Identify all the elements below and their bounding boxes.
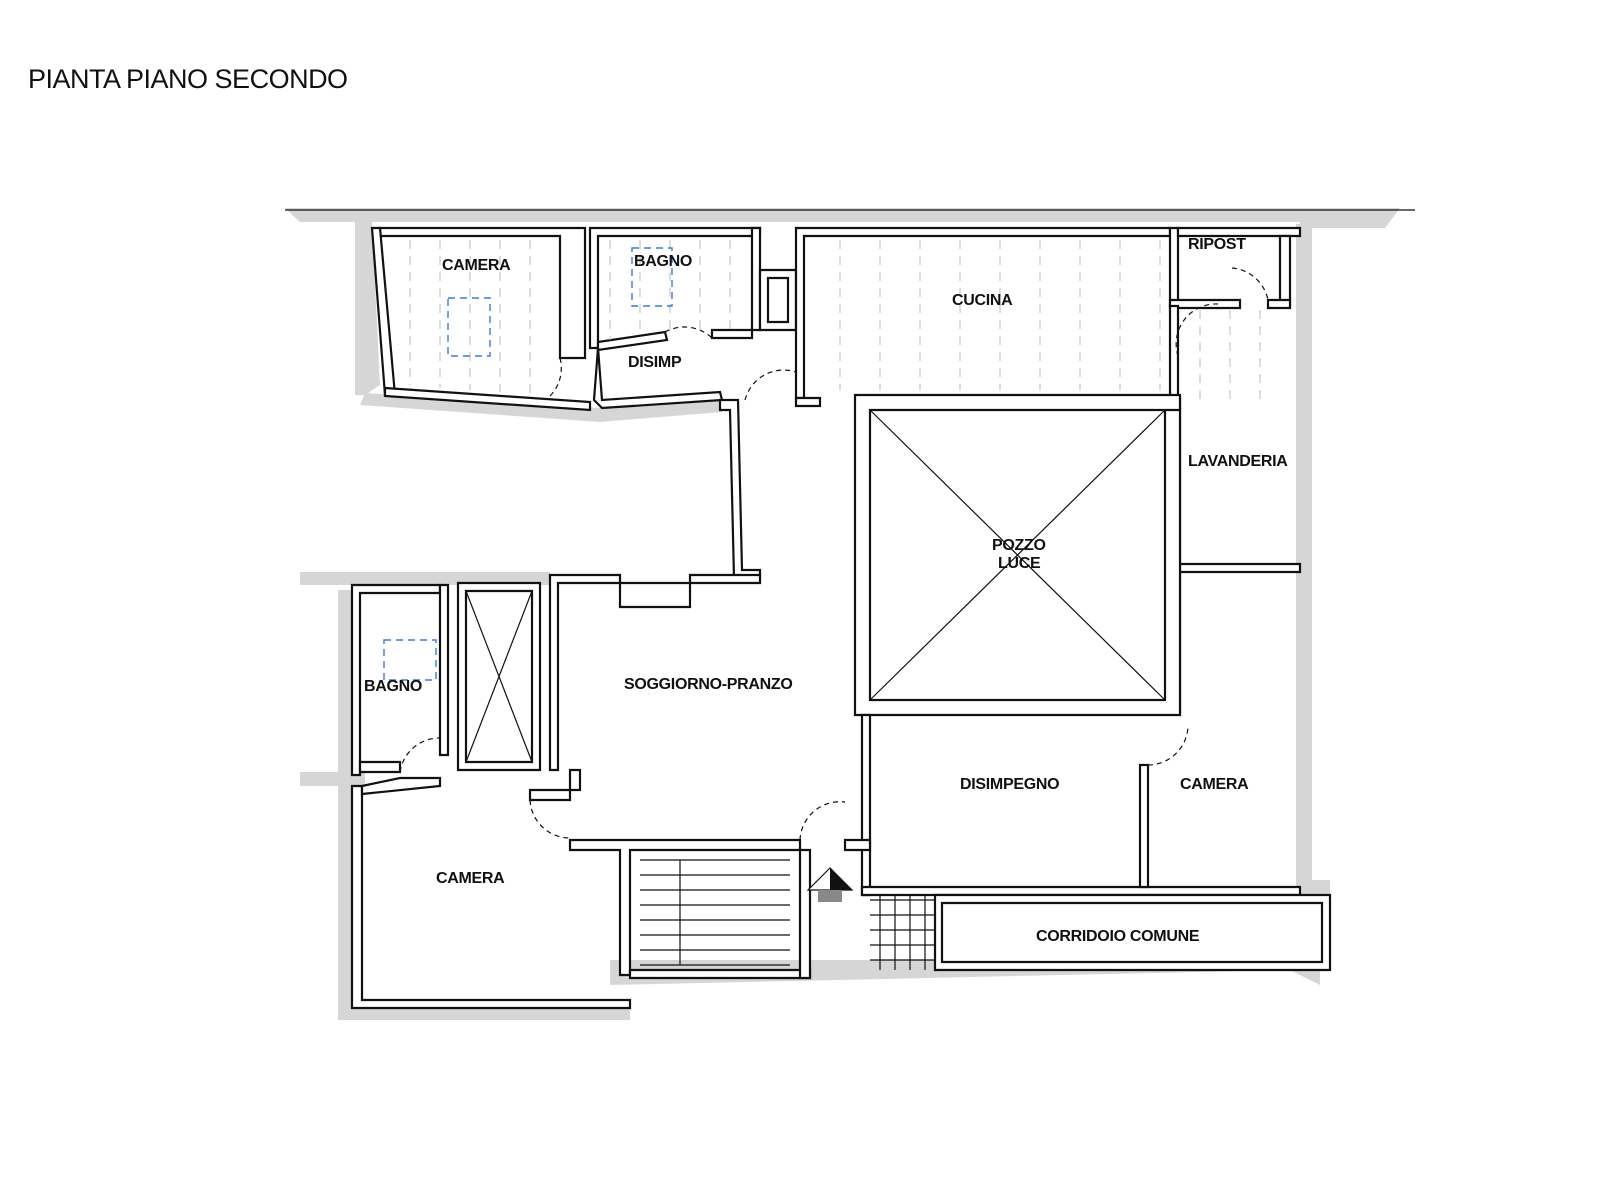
door-swings <box>399 267 1269 841</box>
room-label-bagno-left: BAGNO <box>364 678 422 695</box>
fixture-outline <box>383 639 437 681</box>
shaft-diagonals <box>465 590 533 763</box>
page-title: PIANTA PIANO SECONDO <box>28 64 348 94</box>
room-label-disimp: DISIMP <box>628 354 682 371</box>
room-label-bagno-top: BAGNO <box>634 253 692 270</box>
north-arrow-icon <box>806 867 854 902</box>
room-label-ripost: RIPOST <box>1188 236 1246 253</box>
room-label-camera-top: CAMERA <box>442 257 511 274</box>
room-label-lavanderia: LAVANDERIA <box>1188 453 1288 470</box>
ceiling-beams <box>409 240 1261 400</box>
room-label-soggiorno: SOGGIORNO-PRANZO <box>624 676 793 693</box>
room-label-camera-right: CAMERA <box>1180 776 1249 793</box>
fixture-outline <box>447 297 491 357</box>
room-label-luce: LUCE <box>998 555 1041 572</box>
room-label-corridoio: CORRIDOIO COMUNE <box>1036 928 1200 945</box>
room-label-camera-bottom: CAMERA <box>436 870 505 887</box>
room-label-disimpegno: DISIMPEGNO <box>960 776 1059 793</box>
stairs <box>640 859 935 970</box>
room-label-cucina: CUCINA <box>952 292 1013 309</box>
room-label-pozzo: POZZO <box>992 537 1046 554</box>
light-well-diagonals <box>869 409 1166 701</box>
